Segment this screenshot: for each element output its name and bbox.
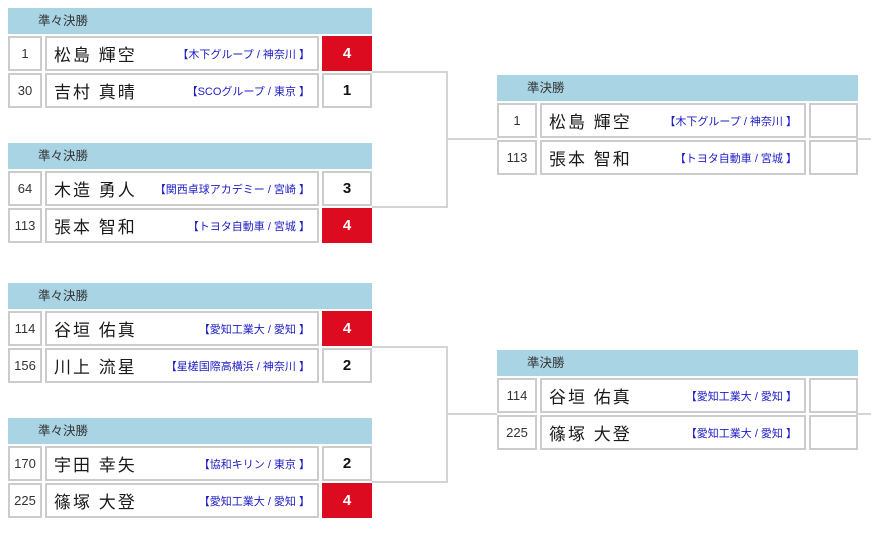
score-cell: 2 (322, 446, 372, 481)
player-affiliation: 【愛知工業大 / 愛知 】 (198, 495, 310, 508)
connector-line (372, 481, 448, 483)
player-name: 谷垣 佑真 (54, 321, 137, 340)
player-cell: 張本 智和 【トヨタ自動車 / 宮城 】 (45, 208, 319, 243)
seed-number: 114 (8, 311, 42, 346)
seed-number: 113 (8, 208, 42, 243)
connector-line (446, 413, 497, 415)
player-name: 木造 勇人 (54, 181, 137, 200)
round-header: 準々決勝 (8, 283, 372, 309)
player-name: 谷垣 佑真 (549, 388, 632, 407)
seed-number: 64 (8, 171, 42, 206)
player-name: 張本 智和 (54, 218, 137, 237)
connector-line (856, 413, 871, 415)
score-cell: 4 (322, 483, 372, 518)
player-name: 松島 輝空 (549, 113, 632, 132)
round-header: 準々決勝 (8, 8, 372, 34)
player-cell: 宇田 幸矢 【協和キリン / 東京 】 (45, 446, 319, 481)
player-row: 113 張本 智和 【トヨタ自動車 / 宮城 】 (497, 140, 858, 175)
player-name: 吉村 真晴 (54, 83, 137, 102)
player-cell: 篠塚 大登 【愛知工業大 / 愛知 】 (540, 415, 806, 450)
player-row: 113 張本 智和 【トヨタ自動車 / 宮城 】 4 (8, 208, 372, 243)
score-cell: 1 (322, 73, 372, 108)
seed-number: 1 (8, 36, 42, 71)
player-affiliation: 【木下グループ / 神奈川 】 (664, 115, 797, 128)
match-card-qf3: 準々決勝 114 谷垣 佑真 【愛知工業大 / 愛知 】 4 156 川上 流星… (8, 283, 372, 385)
player-affiliation: 【愛知工業大 / 愛知 】 (685, 390, 797, 403)
player-row: 170 宇田 幸矢 【協和キリン / 東京 】 2 (8, 446, 372, 481)
player-row: 30 吉村 真晴 【SCOグループ / 東京 】 1 (8, 73, 372, 108)
seed-number: 1 (497, 103, 537, 138)
player-affiliation: 【木下グループ / 神奈川 】 (177, 48, 310, 61)
player-cell: 篠塚 大登 【愛知工業大 / 愛知 】 (45, 483, 319, 518)
player-name: 松島 輝空 (54, 46, 137, 65)
player-row: 156 川上 流星 【星槎国際高横浜 / 神奈川 】 2 (8, 348, 372, 383)
player-row: 1 松島 輝空 【木下グループ / 神奈川 】 (497, 103, 858, 138)
score-cell (809, 378, 858, 413)
connector-line (372, 206, 448, 208)
seed-number: 225 (8, 483, 42, 518)
score-cell: 2 (322, 348, 372, 383)
player-row: 225 篠塚 大登 【愛知工業大 / 愛知 】 4 (8, 483, 372, 518)
score-cell: 4 (322, 208, 372, 243)
player-affiliation: 【トヨタ自動車 / 宮城 】 (187, 220, 310, 233)
connector-line (372, 71, 448, 73)
score-cell: 4 (322, 36, 372, 71)
score-cell (809, 415, 858, 450)
match-card-qf1: 準々決勝 1 松島 輝空 【木下グループ / 神奈川 】 4 30 吉村 真晴 … (8, 8, 372, 110)
score-cell (809, 140, 858, 175)
player-cell: 川上 流星 【星槎国際高横浜 / 神奈川 】 (45, 348, 319, 383)
player-name: 川上 流星 (54, 358, 137, 377)
round-header: 準々決勝 (8, 418, 372, 444)
match-card-qf4: 準々決勝 170 宇田 幸矢 【協和キリン / 東京 】 2 225 篠塚 大登… (8, 418, 372, 520)
player-cell: 谷垣 佑真 【愛知工業大 / 愛知 】 (45, 311, 319, 346)
player-name: 篠塚 大登 (54, 493, 137, 512)
player-cell: 谷垣 佑真 【愛知工業大 / 愛知 】 (540, 378, 806, 413)
player-name: 宇田 幸矢 (54, 456, 137, 475)
round-header: 準々決勝 (8, 143, 372, 169)
player-cell: 松島 輝空 【木下グループ / 神奈川 】 (45, 36, 319, 71)
player-affiliation: 【星槎国際高横浜 / 神奈川 】 (165, 360, 310, 373)
seed-number: 156 (8, 348, 42, 383)
score-cell: 4 (322, 311, 372, 346)
match-card-qf2: 準々決勝 64 木造 勇人 【関西卓球アカデミー / 宮崎 】 3 113 張本… (8, 143, 372, 245)
match-card-sf2: 準決勝 114 谷垣 佑真 【愛知工業大 / 愛知 】 225 篠塚 大登 【愛… (497, 350, 858, 452)
player-cell: 松島 輝空 【木下グループ / 神奈川 】 (540, 103, 806, 138)
round-header: 準決勝 (497, 75, 858, 101)
player-affiliation: 【協和キリン / 東京 】 (198, 458, 310, 471)
player-row: 114 谷垣 佑真 【愛知工業大 / 愛知 】 4 (8, 311, 372, 346)
player-name: 張本 智和 (549, 150, 632, 169)
round-header: 準決勝 (497, 350, 858, 376)
player-affiliation: 【愛知工業大 / 愛知 】 (198, 323, 310, 336)
player-cell: 木造 勇人 【関西卓球アカデミー / 宮崎 】 (45, 171, 319, 206)
connector-line (446, 138, 497, 140)
match-card-sf1: 準決勝 1 松島 輝空 【木下グループ / 神奈川 】 113 張本 智和 【ト… (497, 75, 858, 177)
connector-line (372, 346, 448, 348)
player-affiliation: 【愛知工業大 / 愛知 】 (685, 427, 797, 440)
seed-number: 113 (497, 140, 537, 175)
seed-number: 30 (8, 73, 42, 108)
player-cell: 吉村 真晴 【SCOグループ / 東京 】 (45, 73, 319, 108)
seed-number: 170 (8, 446, 42, 481)
player-affiliation: 【関西卓球アカデミー / 宮崎 】 (154, 183, 310, 196)
seed-number: 225 (497, 415, 537, 450)
player-row: 114 谷垣 佑真 【愛知工業大 / 愛知 】 (497, 378, 858, 413)
seed-number: 114 (497, 378, 537, 413)
player-name: 篠塚 大登 (549, 425, 632, 444)
player-affiliation: 【トヨタ自動車 / 宮城 】 (674, 152, 797, 165)
connector-line (856, 138, 871, 140)
player-cell: 張本 智和 【トヨタ自動車 / 宮城 】 (540, 140, 806, 175)
player-row: 225 篠塚 大登 【愛知工業大 / 愛知 】 (497, 415, 858, 450)
score-cell: 3 (322, 171, 372, 206)
player-affiliation: 【SCOグループ / 東京 】 (186, 85, 310, 98)
score-cell (809, 103, 858, 138)
player-row: 1 松島 輝空 【木下グループ / 神奈川 】 4 (8, 36, 372, 71)
player-row: 64 木造 勇人 【関西卓球アカデミー / 宮崎 】 3 (8, 171, 372, 206)
